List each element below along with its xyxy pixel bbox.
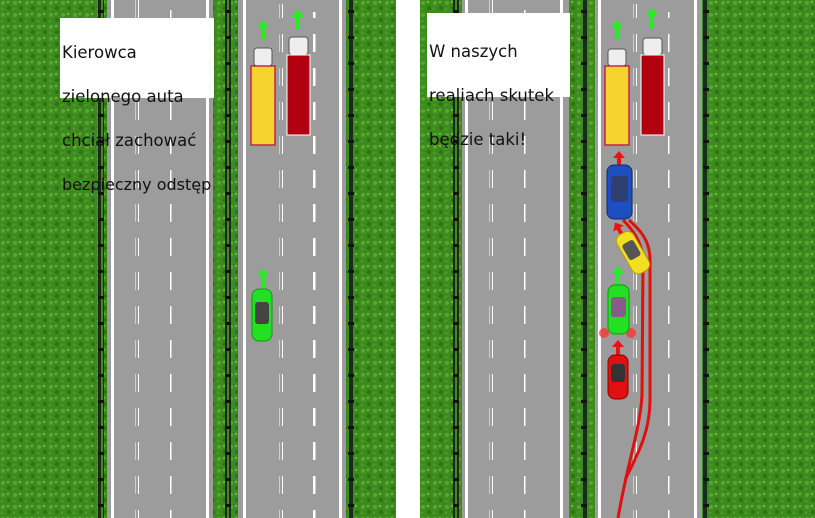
caption-line: W naszych — [429, 42, 518, 61]
edge-line — [694, 0, 697, 518]
green-car — [599, 266, 636, 338]
arrow-up-icon — [612, 266, 624, 285]
caption-line: Kierowca — [62, 43, 137, 62]
median-guardrail — [225, 0, 231, 518]
edge-line — [465, 0, 468, 518]
lane-dash — [668, 12, 672, 518]
edge-line — [560, 0, 563, 518]
caption-right: W naszych realiach skutek będzie taki! — [427, 13, 570, 149]
edge-line — [206, 0, 209, 518]
guardrail — [98, 0, 104, 518]
arrow-up-icon — [613, 151, 625, 166]
caption-line: zielonego auta — [62, 87, 184, 106]
arrow-up-icon — [613, 222, 625, 237]
caption-line: chciał zachować — [62, 131, 197, 150]
lane-dash — [489, 0, 493, 518]
arrow-up-icon — [612, 340, 624, 355]
guardrail — [703, 0, 709, 518]
edge-line — [111, 0, 114, 518]
yellow-truck — [604, 20, 630, 146]
guardrail — [348, 0, 354, 518]
lane-dash — [170, 10, 174, 518]
blue-car — [606, 151, 633, 220]
trajectory-line — [623, 218, 652, 481]
brake-light — [599, 328, 609, 338]
arrow-up-icon — [611, 20, 623, 40]
edge-line — [243, 0, 246, 518]
caption-line: będzie taki! — [429, 130, 527, 149]
arrow-up-icon — [257, 268, 269, 288]
arrow-up-icon — [292, 9, 304, 30]
edge-line — [339, 0, 342, 518]
lane-dash — [279, 4, 283, 518]
lane-dash — [524, 10, 528, 518]
red-car — [607, 340, 629, 400]
arrow-up-icon — [257, 20, 269, 40]
green-car — [251, 268, 273, 342]
lane-dash — [135, 0, 139, 518]
guardrail — [453, 0, 459, 518]
arrow-up-icon — [646, 8, 658, 30]
yellow-truck — [250, 20, 276, 146]
trajectory-line — [616, 218, 645, 518]
yellow-car — [613, 222, 651, 275]
median-guardrail — [581, 0, 587, 518]
red-truck — [286, 9, 311, 136]
red-truck — [640, 8, 665, 136]
caption-left: Kierowca zielonego auta chciał zachować … — [60, 18, 214, 194]
edge-line — [598, 0, 601, 518]
lane-dash — [313, 12, 317, 518]
caption-line: realiach skutek — [429, 86, 555, 105]
caption-line: bezpieczny odstęp — [62, 175, 212, 194]
